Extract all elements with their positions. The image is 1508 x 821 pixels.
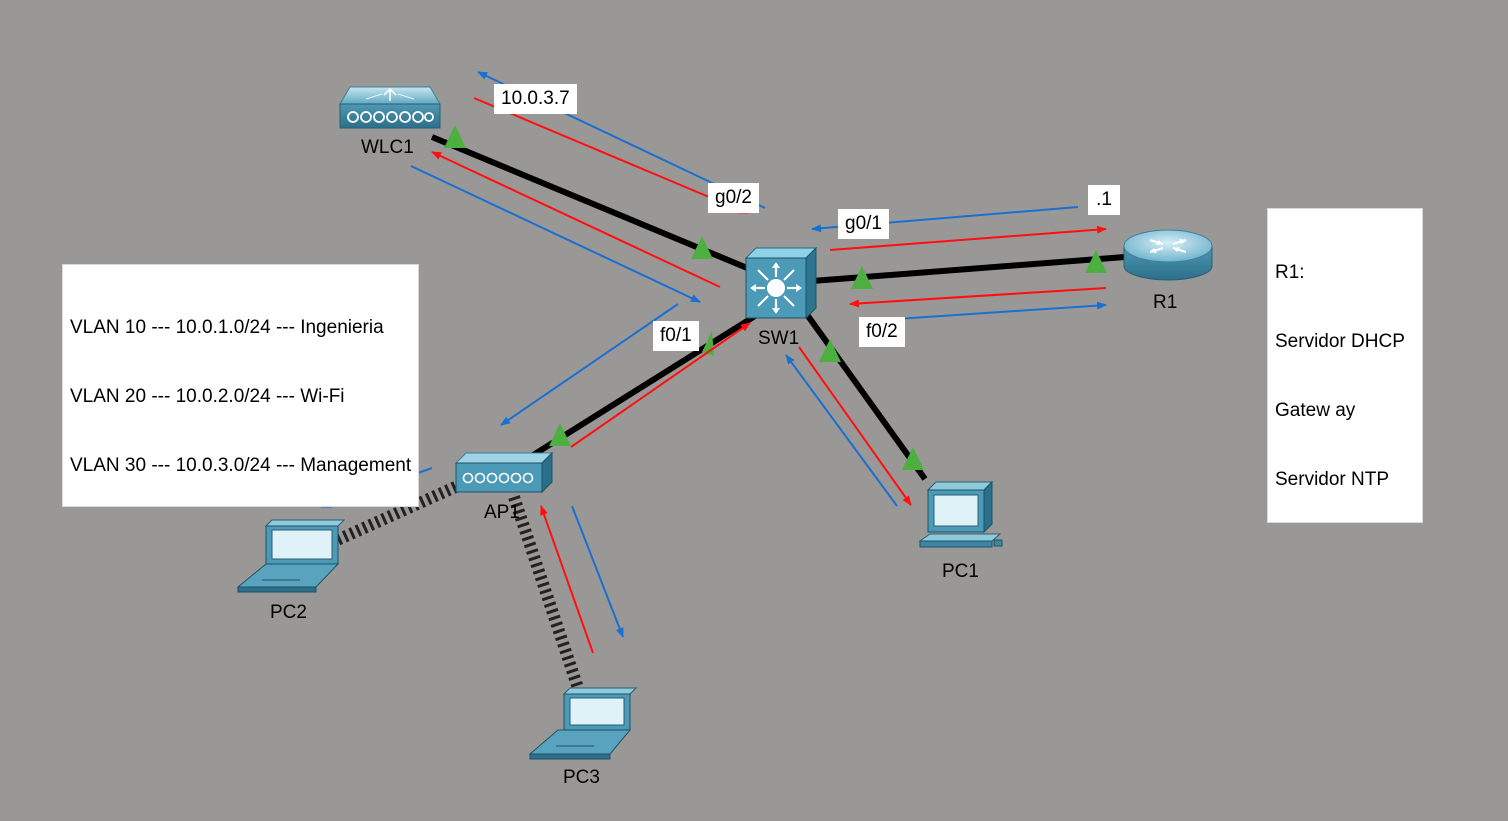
arrow-red-ap1-to-sw1 [570, 322, 751, 448]
pc2-device[interactable] [236, 519, 346, 593]
f0-2-port-tag: f0/2 [859, 317, 905, 347]
g0-2-port-tag: g0/2 [708, 183, 759, 213]
r1-note-line: R1: [1275, 262, 1305, 283]
links [332, 134, 1126, 690]
arrow-blue-wlc-to-sw1 [410, 165, 701, 303]
pc3-device[interactable] [528, 687, 638, 760]
vlan-note-line: VLAN 10 --- 10.0.1.0/24 --- Ingenieria [70, 317, 384, 338]
arrow-red-wlc-to-sw1 [473, 97, 748, 214]
arrow-red-r1-to-sw1 [849, 287, 1107, 308]
r1-note-line: Servidor DHCP [1275, 331, 1405, 352]
f0-1-port-tag: f0/1 [653, 321, 699, 351]
link-up-triangle-r1 [1085, 250, 1107, 273]
g0-1-port-tag: g0/1 [838, 209, 889, 239]
arrow-red-sw1-to-wlc [431, 151, 721, 288]
r1-ip-tag: .1 [1088, 185, 1120, 215]
arrow-red-sw1-to-r1 [829, 225, 1107, 251]
wlc1-label: WLC1 [361, 137, 414, 158]
arrow-blue-sw1-to-r1 [865, 301, 1107, 322]
pc2-label: PC2 [270, 602, 307, 623]
link-ap1-pc2-wireless[interactable] [332, 478, 465, 547]
link-sw1-ap1[interactable] [528, 313, 757, 460]
arrow-blue-ap1-to-pc3 [571, 505, 624, 638]
vlan-note-line: VLAN 20 --- 10.0.2.0/24 --- Wi-Fi [70, 386, 345, 407]
link-up-triangle-wlc1 [444, 125, 466, 148]
r1-note: R1: Servidor DHCP Gatew ay Servidor NTP [1267, 208, 1423, 523]
pc1-label: PC1 [942, 561, 979, 582]
link-ap1-pc3-wireless[interactable] [508, 495, 584, 690]
link-up-triangle-sw1-r1 [851, 266, 873, 289]
vlan-note: VLAN 10 --- 10.0.1.0/24 --- Ingenieria V… [62, 264, 420, 507]
ap1-device[interactable] [454, 451, 554, 494]
r1-label: R1 [1153, 292, 1178, 313]
wlc1-device[interactable] [339, 86, 441, 129]
link-up-triangle-sw1-wlc [691, 236, 713, 259]
wlc1-ip-tag: 10.0.3.7 [494, 84, 577, 114]
link-sw1-pc1[interactable] [805, 314, 928, 481]
arrow-blue-sw1-to-ap1 [500, 303, 679, 426]
ap1-label: AP1 [484, 502, 520, 523]
pc3-label: PC3 [563, 767, 600, 788]
link-up-triangle-ap1 [549, 423, 571, 446]
vlan-note-line: VLAN 30 --- 10.0.3.0/24 --- Management [70, 455, 412, 476]
link-up-triangle-sw1-pc1 [819, 339, 841, 362]
r1-note-line: Servidor NTP [1275, 469, 1390, 490]
sw1-device[interactable] [744, 246, 818, 320]
arrow-red-sw1-to-pc1 [798, 346, 912, 506]
sw1-label: SW1 [758, 328, 800, 349]
arrow-blue-pc1-to-sw1 [785, 354, 898, 507]
traffic-arrows [321, 71, 1107, 654]
r1-note-line: Gatew ay [1275, 400, 1356, 421]
pc1-device[interactable] [918, 480, 1003, 548]
arrow-red-pc3-to-ap1 [540, 505, 594, 654]
link-up-triangle-pc1 [902, 447, 924, 470]
r1-device[interactable] [1123, 229, 1213, 281]
